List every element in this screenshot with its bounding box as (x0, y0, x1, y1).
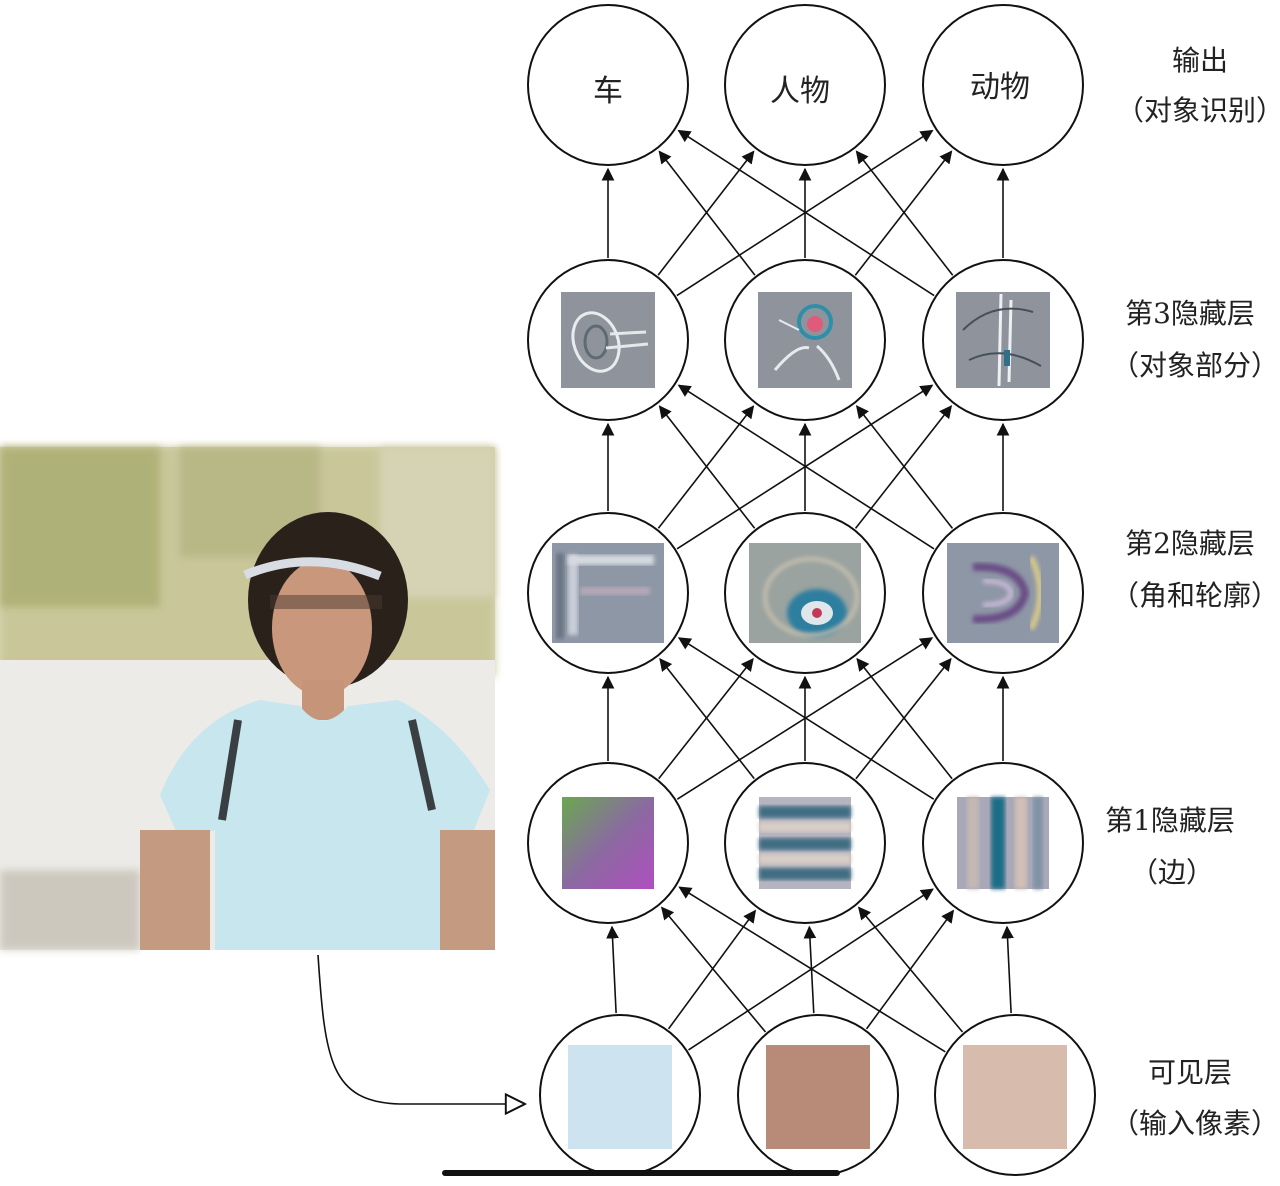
pixel-skin (963, 1045, 1067, 1149)
curve-contour-feature (947, 543, 1059, 643)
layer-subtitle-output: （对象识别） (1116, 94, 1280, 127)
layer-subtitle-hidden2: （角和轮廓） (1111, 579, 1279, 612)
pixel-brown (766, 1045, 870, 1149)
layer-subtitle-hidden1: （边） (1130, 856, 1214, 889)
input-to-visible-arrow (317, 954, 525, 1104)
layer-title-hidden1: 第1隐藏层 (1105, 804, 1235, 837)
color-gradient-edge (562, 797, 654, 889)
connection-arrow-visible-2-to-hidden1-2 (1001, 925, 1014, 1014)
input-photo (0, 447, 495, 950)
node-output-0 (527, 4, 689, 166)
output-node-car-label: 车 (593, 74, 623, 109)
connection-arrow-hidden1-2-to-hidden2-0 (677, 637, 935, 800)
connection-arrow-hidden1-0-to-hidden2-1 (658, 657, 754, 780)
layer-title-visible: 可见层 (1148, 1056, 1232, 1089)
connection-arrow-visible-0-to-hidden1-0 (606, 925, 619, 1014)
face-feature (758, 292, 852, 388)
node-output-1 (724, 4, 886, 166)
connection-arrow-hidden3-2-to-output-0 (677, 129, 935, 297)
connection-arrow-hidden1-1-to-hidden2-0 (659, 657, 755, 780)
connection-arrow-hidden3-1-to-output-0 (658, 150, 756, 276)
animal-part-feature (956, 292, 1050, 388)
corner-feature (552, 543, 664, 643)
connection-arrow-hidden2-0-to-hidden3-1 (657, 405, 755, 529)
horizontal-edge (759, 797, 851, 889)
connection-arrow-hidden3-2-to-output-1 (855, 150, 954, 276)
layer-title-hidden3: 第3隐藏层 (1125, 297, 1255, 330)
connection-arrow-visible-1-to-hidden1-1 (803, 925, 817, 1014)
vertical-edge (957, 797, 1049, 889)
connection-arrow-visible-0-to-hidden1-2 (688, 888, 934, 1051)
connection-arrow-hidden2-2-to-hidden3-1 (855, 405, 954, 529)
connection-arrow-hidden3-0-to-output-1 (657, 150, 755, 276)
home-indicator (442, 1170, 840, 1176)
pixel-light-blue (568, 1045, 672, 1149)
connection-arrow-visible-2-to-hidden1-0 (678, 886, 946, 1053)
car-part-feature (561, 292, 655, 388)
layer-subtitle-hidden3: （对象部分） (1111, 349, 1279, 382)
connection-arrow-visible-2-to-hidden1-1 (857, 906, 964, 1033)
connection-arrow-hidden2-1-to-hidden3-0 (658, 405, 756, 529)
connection-arrow-visible-0-to-hidden1-1 (667, 909, 757, 1030)
output-node-animal-label: 动物 (970, 70, 1030, 105)
connection-arrow-hidden1-2-to-hidden2-1 (856, 657, 953, 780)
eye-contour-feature (749, 543, 861, 643)
layer-subtitle-visible: （输入像素） (1111, 1107, 1279, 1140)
node-output-2 (922, 4, 1084, 166)
connection-arrow-hidden1-1-to-hidden2-2 (855, 657, 952, 780)
connection-arrow-hidden3-1-to-output-2 (854, 150, 953, 276)
connection-arrow-visible-1-to-hidden1-0 (660, 906, 767, 1033)
nodes (527, 4, 1096, 1176)
connection-arrow-hidden2-2-to-hidden3-0 (677, 384, 935, 550)
layer-title-hidden2: 第2隐藏层 (1125, 527, 1255, 560)
connections (601, 129, 1014, 1053)
output-node-person-label: 人物 (770, 74, 830, 109)
layer-title-output: 输出 (1172, 44, 1228, 77)
